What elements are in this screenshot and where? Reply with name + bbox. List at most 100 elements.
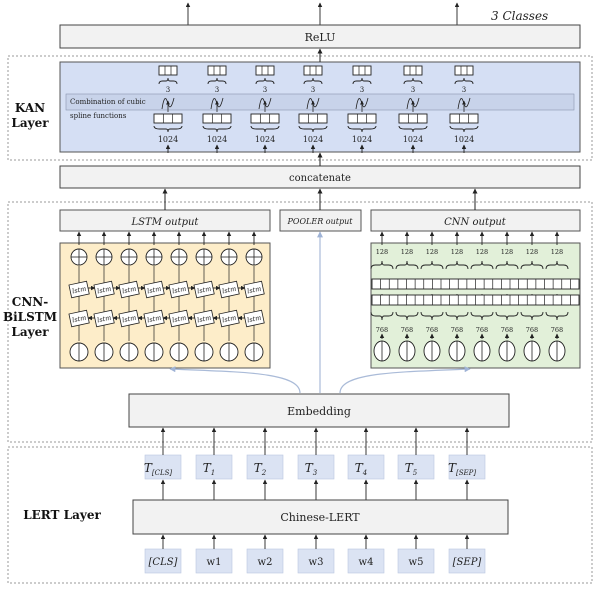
- kan-input-vector: [202, 113, 232, 124]
- kan-out-dim: 3: [263, 86, 267, 94]
- kan-output-brace: [158, 77, 178, 85]
- kan-note-line2: spline functions: [70, 112, 127, 120]
- lert-input-token: w5: [397, 534, 435, 574]
- lstm-forward-cell: [143, 280, 165, 299]
- lstm-column: lstm lstm: [243, 231, 265, 362]
- kan-output-vector: [454, 65, 474, 76]
- cnn-bottom-dim: 768: [551, 326, 563, 334]
- cnn-top-brace: [420, 260, 444, 270]
- input-token-text: [SEP]: [453, 557, 482, 568]
- kan-out-dim: 3: [311, 86, 315, 94]
- cnn-bottom-brace: [470, 311, 494, 321]
- kan-title-line2: Layer: [11, 116, 49, 130]
- vector-outline: [403, 65, 423, 76]
- cnn-bilstm-section-frame: [7, 201, 593, 443]
- lert-input-token: [SEP]: [448, 534, 486, 574]
- cnn-top-dim: 128: [401, 248, 413, 256]
- lstm-cell-label: lstm: [221, 314, 237, 325]
- token-subscript: 5: [413, 469, 418, 477]
- lstm-forward-cell: [68, 280, 90, 299]
- token-box: [144, 454, 182, 480]
- lstm-cell-label: lstm: [221, 285, 237, 296]
- cnn-bottom-dim: 768: [451, 326, 463, 334]
- input-token-text: [CLS]: [149, 557, 178, 568]
- kan-input-brace: [153, 125, 183, 133]
- lstm-cell-label: lstm: [146, 285, 162, 296]
- lert-input-token: w2: [246, 534, 284, 574]
- chinese-lert-box: [132, 499, 509, 535]
- kan-output-vector: [158, 65, 178, 76]
- kan-output-brace: [403, 77, 423, 85]
- token-box: [195, 454, 233, 480]
- kan-out-dim: 3: [462, 86, 466, 94]
- cnn-feature-vector-top: [371, 278, 580, 290]
- lstm-forward-cell: [218, 280, 240, 299]
- kan-unit: 3 1024: [298, 65, 328, 153]
- cnn-top-dim: 128: [526, 248, 538, 256]
- kan-input-brace: [298, 125, 328, 133]
- lstm-column: lstm lstm: [218, 231, 246, 362]
- spline-band: [65, 93, 575, 111]
- kan-in-dim: 1024: [303, 135, 323, 144]
- vector-outline: [250, 113, 280, 124]
- cnn-top-dim: 128: [426, 248, 438, 256]
- lstm-cell-label: lstm: [246, 285, 262, 296]
- relu-box: [59, 24, 581, 49]
- lert-output-token: T1: [195, 427, 233, 500]
- lstm-output-label: LSTM output: [131, 217, 200, 228]
- lstm-cell-label: lstm: [196, 314, 212, 325]
- kan-out-dim: 3: [411, 86, 415, 94]
- kan-output-vector: [352, 65, 372, 76]
- token-box: [448, 548, 486, 574]
- lstm-cell-label: lstm: [246, 314, 262, 325]
- cnn-top-dim: 128: [451, 248, 463, 256]
- kan-in-dim: 1024: [255, 135, 275, 144]
- lert-input-token: [CLS]: [144, 534, 182, 574]
- cnn-column: 128 768: [445, 231, 469, 362]
- kan-in-dim: 1024: [352, 135, 372, 144]
- cnn-top-brace: [520, 260, 544, 270]
- vector-outline: [398, 113, 428, 124]
- lstm-cell-label: lstm: [71, 314, 87, 325]
- cnn-bottom-dim: 768: [426, 326, 438, 334]
- kan-output-brace: [207, 77, 227, 85]
- vector-outline: [153, 113, 183, 124]
- pooler-output-label: POOLER output: [287, 217, 354, 226]
- embedding-label: Embedding: [287, 405, 351, 418]
- output-arrows: [185, 2, 460, 25]
- kan-output-brace: [255, 77, 275, 85]
- lert-output-token: T[SEP]: [448, 427, 486, 500]
- lstm-column: lstm lstm: [118, 231, 146, 362]
- cnn-bottom-dim: 768: [376, 326, 388, 334]
- kan-output-vector: [255, 65, 275, 76]
- vector-outline: [207, 65, 227, 76]
- kan-input-brace: [202, 125, 232, 133]
- classes-label: 3 Classes: [491, 9, 548, 23]
- cnn-top-brace: [495, 260, 519, 270]
- token-subscript: 4: [362, 469, 367, 477]
- lstm-cell-label: lstm: [171, 285, 187, 296]
- cnn-bottom-brace: [520, 311, 544, 321]
- lstm-cell-label: lstm: [71, 285, 87, 296]
- connector-embedding-to-lstm: [169, 366, 301, 394]
- lert-output-token: T[CLS]: [144, 427, 182, 500]
- relu-label: ReLU: [305, 31, 336, 44]
- lstm-cell-label: lstm: [121, 285, 137, 296]
- kan-out-dim: 3: [215, 86, 219, 94]
- token-box: [347, 548, 385, 574]
- kan-title-line1: KAN: [15, 101, 45, 115]
- token-box: [347, 454, 385, 480]
- lstm-cell-label: lstm: [96, 285, 112, 296]
- cnn-bottom-brace: [445, 311, 469, 321]
- cnn-cells: 1287681287681287681287681287681287681287…: [370, 231, 580, 362]
- token-subscript: 3: [313, 469, 318, 477]
- lstm-cell-label: lstm: [121, 314, 137, 325]
- input-token-text: w5: [409, 557, 424, 568]
